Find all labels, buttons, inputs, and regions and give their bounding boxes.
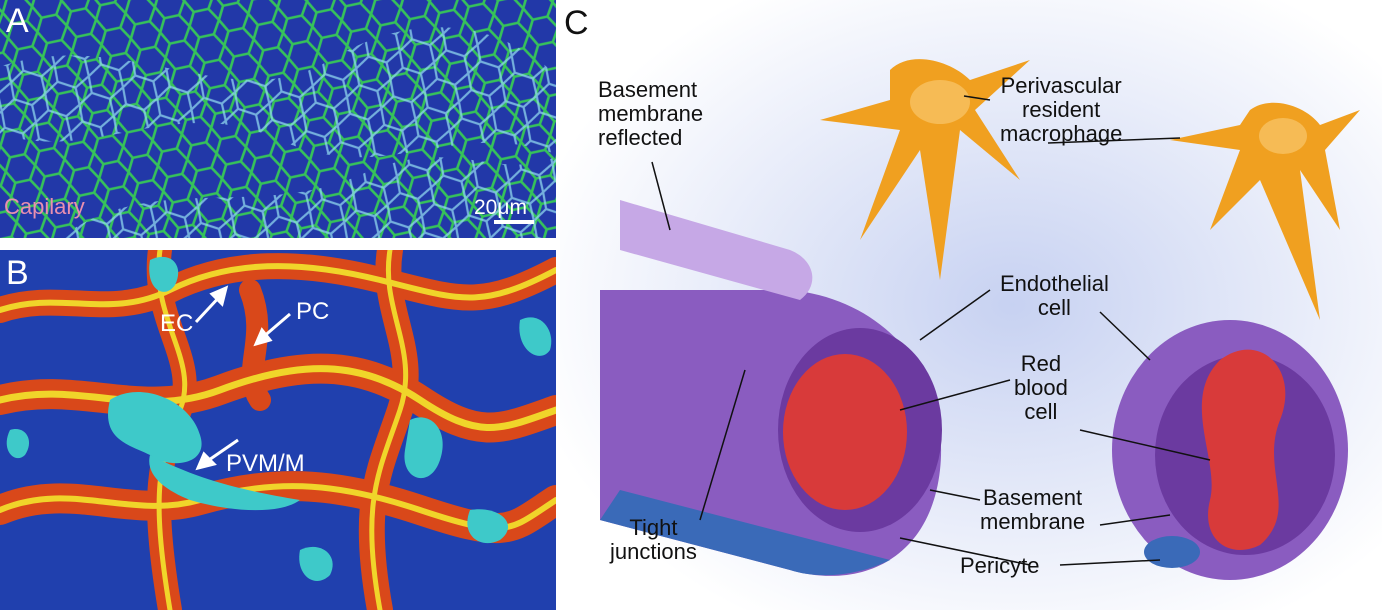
pvm-arrow — [205, 438, 239, 464]
scale-bar — [494, 220, 534, 224]
panel-c-illustration: C Basement membrane reflected Perivascul… — [560, 0, 1382, 610]
red-blood-cell — [783, 354, 907, 510]
capillary-mesh-image — [0, 0, 556, 238]
macrophage-right — [1170, 102, 1360, 321]
pericyte-label: Pericyte — [960, 553, 1040, 578]
capillary-diagram — [560, 0, 1382, 610]
ec-label: EC — [160, 310, 194, 337]
panel-c-letter: C — [564, 4, 589, 42]
vascular-network-image — [0, 250, 556, 610]
panel-b-letter: B — [6, 254, 29, 292]
basement-reflected-label: Basement membrane reflected — [598, 77, 704, 151]
panel-a-letter: A — [6, 2, 29, 40]
panel-a-micrograph: A Capilary 20μm — [0, 0, 556, 238]
macrophage-left — [820, 59, 1030, 281]
tight-junctions-label: Tight junctions — [610, 515, 697, 565]
pericyte-cross — [1144, 536, 1200, 568]
capillary-caption: Capilary — [4, 194, 85, 219]
basement-membrane-label: Basement membrane — [980, 485, 1086, 535]
pc-label: PC — [296, 298, 330, 325]
rbc-cross-section — [1201, 349, 1286, 550]
pvm-label: PVM/M — [226, 450, 305, 477]
scale-bar-label: 20μm — [474, 196, 527, 219]
rbc-label: Red blood cell — [1014, 351, 1068, 425]
panel-b-micrograph: B EC PC PVM/M — [0, 250, 556, 610]
macrophage-label: Perivascular resident macrophage — [1000, 73, 1123, 147]
endothelial-label: Endothelial cell — [1000, 271, 1109, 321]
